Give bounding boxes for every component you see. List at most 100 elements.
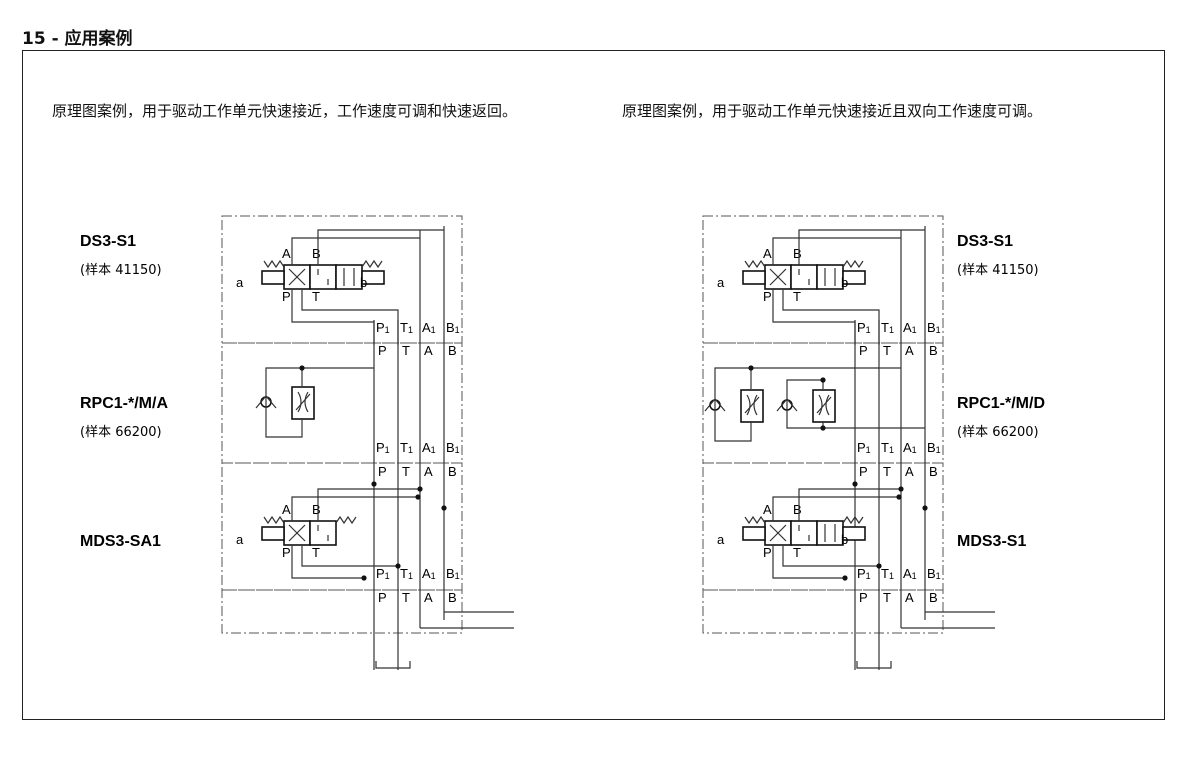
spring-icon xyxy=(842,515,864,525)
pipe-line xyxy=(772,237,901,265)
port-label: A1 xyxy=(422,320,436,335)
port-label: P xyxy=(378,343,387,358)
solenoid-label-a: a xyxy=(236,532,244,547)
spring-icon xyxy=(335,515,357,525)
port-label: A1 xyxy=(903,440,917,455)
valve-port-P: P xyxy=(763,289,772,304)
port-label: P1 xyxy=(376,440,390,455)
left-caption: 原理图案例，用于驱动工作单元快速接近，工作速度可调和快速返回。 xyxy=(52,102,518,120)
valve-position-box xyxy=(790,520,818,546)
adjust-arrow xyxy=(816,396,832,414)
flow-arrow xyxy=(288,524,306,542)
check-throttle-valve-symbol xyxy=(776,389,836,423)
port-label: P1 xyxy=(376,566,390,581)
solenoid-b xyxy=(842,270,866,285)
port-label: T1 xyxy=(400,440,413,455)
directional-valve-symbol xyxy=(261,515,357,546)
port-label: P1 xyxy=(857,320,871,335)
pipe-line xyxy=(714,367,901,405)
junction-dot xyxy=(922,505,928,511)
port-label: B xyxy=(929,590,938,605)
throttle-curve xyxy=(746,394,751,416)
port-label: P1 xyxy=(857,566,871,581)
page-heading: 15 - 应用案例 xyxy=(22,29,133,49)
port-label: T xyxy=(883,464,891,479)
port-label: A xyxy=(424,343,433,358)
port-label: T xyxy=(402,343,410,358)
pipe-line xyxy=(291,237,420,265)
block-name: MDS3-SA1 xyxy=(80,533,161,550)
solenoid-b xyxy=(842,526,866,541)
port-label: T1 xyxy=(400,320,413,335)
port-label: T1 xyxy=(881,320,894,335)
pipe-line xyxy=(772,289,856,345)
solenoid-label-a: a xyxy=(717,275,725,290)
port-label: P1 xyxy=(857,440,871,455)
junction-dot xyxy=(876,563,882,569)
valve-port-T: T xyxy=(793,545,801,560)
flow-arrow xyxy=(769,268,787,286)
solenoid-label-b: b xyxy=(841,532,848,547)
right-caption: 原理图案例，用于驱动工作单元快速接近且双向工作速度可调。 xyxy=(622,102,1043,120)
valve-position-box xyxy=(790,264,818,290)
block-name: DS3-S1 xyxy=(80,233,136,250)
junction-dot xyxy=(361,575,367,581)
solenoid-a xyxy=(261,526,285,541)
pipe-line xyxy=(301,289,399,345)
valve-port-P: P xyxy=(282,289,291,304)
throttle-curve xyxy=(825,394,830,416)
junction-dot xyxy=(441,505,447,511)
valve-port-A: A xyxy=(282,246,291,261)
port-label: B xyxy=(448,343,457,358)
junction-dot xyxy=(842,575,848,581)
throttle-curve xyxy=(818,394,823,416)
tank-icon xyxy=(375,661,411,669)
port-label: P xyxy=(859,343,868,358)
port-label: B1 xyxy=(446,320,460,335)
check-throttle-valve-symbol xyxy=(255,386,315,420)
valve-port-T: T xyxy=(793,289,801,304)
port-label: A1 xyxy=(422,440,436,455)
pipe-line xyxy=(265,402,303,438)
junction-dot xyxy=(820,377,826,383)
pipe-line xyxy=(798,488,901,521)
junction-dot xyxy=(748,365,754,371)
port-label: T1 xyxy=(400,566,413,581)
valve-port-P: P xyxy=(282,545,291,560)
block-sample: (样本 66200) xyxy=(80,425,162,440)
port-label: A1 xyxy=(903,320,917,335)
solenoid-a xyxy=(742,270,766,285)
port-label: P xyxy=(859,590,868,605)
module-frame xyxy=(702,215,944,344)
content-frame xyxy=(22,50,1165,720)
solenoid-label-b: b xyxy=(841,275,848,290)
pipe-line xyxy=(714,405,752,442)
junction-dot xyxy=(820,425,826,431)
block-name: RPC1-*/M/D xyxy=(957,395,1045,412)
port-label: B1 xyxy=(446,566,460,581)
port-label: T xyxy=(402,464,410,479)
solenoid-label-a: a xyxy=(717,532,725,547)
port-label: P1 xyxy=(376,320,390,335)
pipe-line xyxy=(786,379,824,405)
valve-port-B: B xyxy=(312,246,321,261)
junction-dot xyxy=(415,494,421,500)
throttle-box xyxy=(291,386,315,420)
flow-arrow xyxy=(288,268,306,286)
valve-position-box xyxy=(816,520,844,546)
port-label: A xyxy=(905,590,914,605)
pipe-line xyxy=(782,545,879,567)
pipe-line xyxy=(786,405,925,429)
port-label: A1 xyxy=(903,566,917,581)
directional-valve-symbol xyxy=(742,515,866,546)
port-label: A xyxy=(905,343,914,358)
valve-position-box xyxy=(335,264,363,290)
port-label: B1 xyxy=(927,320,941,335)
pipe-line xyxy=(317,488,420,521)
port-label: T1 xyxy=(881,440,894,455)
port-label: A xyxy=(905,464,914,479)
port-label: B xyxy=(448,590,457,605)
